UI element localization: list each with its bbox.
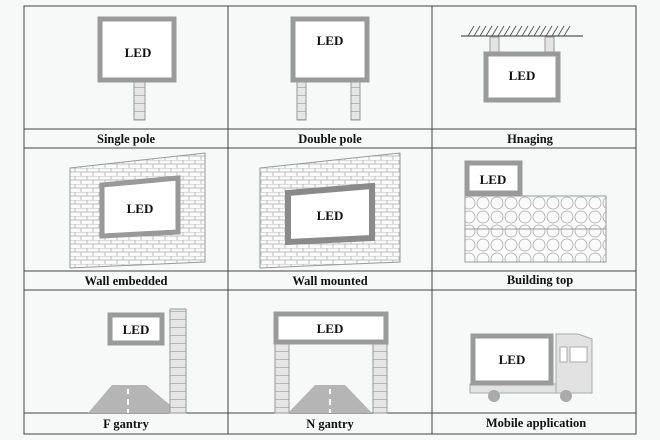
led-sign [273, 311, 389, 345]
single-pole-illustration: LED [97, 16, 177, 121]
road [88, 385, 180, 413]
wheel [488, 390, 500, 402]
caption-double-pole: Double pole [298, 132, 362, 146]
led-sign [464, 160, 523, 196]
led-sign-label: LED [123, 322, 150, 337]
truck-cab [555, 333, 593, 394]
hanger [544, 36, 555, 54]
caption-mobile-application: Mobile application [486, 416, 586, 430]
led-sign-label: LED [480, 172, 507, 187]
cab-window [569, 346, 588, 363]
wheel [560, 390, 572, 402]
caption-wall-embedded: Wall embedded [85, 274, 168, 288]
led-sign [99, 175, 181, 239]
led-sign [483, 51, 561, 103]
led-sign [97, 16, 177, 83]
led-sign-label: LED [509, 68, 536, 83]
led-sign-label: LED [317, 321, 344, 336]
mobile-truck-illustration: LED [469, 333, 593, 402]
led-sign-label: LED [127, 201, 154, 216]
caption-f-gantry: F gantry [103, 417, 149, 431]
led-sign [470, 333, 554, 386]
led-sign-label: LED [317, 208, 344, 223]
pole [350, 81, 361, 121]
led-sign [290, 16, 370, 83]
cab-window [559, 346, 568, 363]
hanging-illustration: LED [461, 25, 583, 103]
caption-wall-mounted: Wall mounted [292, 274, 367, 288]
led-sign [107, 312, 165, 346]
wall-mounted-illustration: LED [259, 152, 401, 269]
led-sign-label: LED [317, 33, 344, 48]
pole [169, 308, 187, 414]
pole [296, 81, 307, 121]
pole [133, 81, 146, 121]
ceiling-hatch [467, 25, 571, 37]
wall-embedded-illustration: LED [69, 152, 206, 269]
caption-building-top: Building top [507, 273, 573, 287]
hanger [489, 36, 500, 54]
led-sign-label: LED [125, 45, 152, 60]
f-gantry-illustration: LED [88, 308, 187, 414]
led-sign-label: LED [499, 352, 526, 367]
pole [274, 342, 290, 414]
caption-hanging: Hnaging [507, 132, 554, 146]
caption-n-gantry: N gantry [306, 417, 354, 431]
n-gantry-illustration: LED [273, 311, 389, 414]
building-top-illustration: LED [464, 160, 607, 263]
table-grid [23, 5, 637, 435]
led-sign [285, 182, 375, 246]
double-pole-illustration: LED [290, 16, 370, 121]
pole [372, 342, 388, 414]
caption-single-pole: Single pole [97, 132, 155, 146]
